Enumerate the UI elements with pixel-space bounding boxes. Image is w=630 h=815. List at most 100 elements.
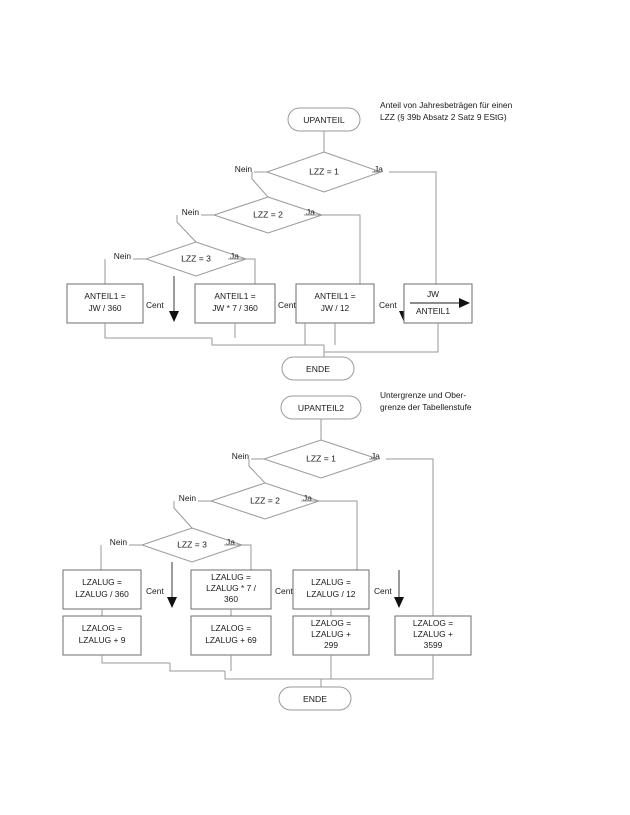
result-box-lzalog-299-line2: LZALUG +	[311, 629, 351, 639]
edge-label-lzz3b-ja: Ja	[226, 537, 235, 547]
merge-rail-2a	[101, 655, 170, 664]
section-upanteil2: Untergrenze und Ober- grenze der Tabelle…	[62, 390, 472, 711]
decision-lzz3b-shape	[140, 527, 244, 563]
section-upanteil: Anteil von Jahresbeträgen für einen LZZ …	[66, 100, 513, 381]
process-box-lzalug-360-line1: LZALUG =	[82, 577, 122, 587]
connector-lzz1b-nein-down	[248, 459, 266, 484]
end-node-upanteil-shape	[281, 356, 355, 381]
process-box-lzalug-12-line2: LZALUG / 12	[307, 589, 356, 599]
process-box-anteil-12-shape	[295, 283, 375, 324]
edge-label-lzz3-nein: Nein	[114, 251, 132, 261]
decision-lzz2b-shape	[209, 482, 321, 520]
connector-lzz2b-nein-down	[173, 501, 193, 529]
connector-lzz1-ja-to-fraction	[389, 171, 437, 284]
merge-rail-1b	[211, 338, 324, 346]
decision-lzz1b[interactable]: LZZ = 1	[262, 439, 380, 479]
edge-label-lzz2b-nein: Nein	[179, 493, 197, 503]
process-box-anteil-360-shape	[66, 283, 144, 324]
merge-rail-2b	[169, 663, 225, 672]
decision-lzz3b-label: LZZ = 3	[177, 539, 207, 549]
connector-lzz2-ja-to-box3	[320, 214, 361, 284]
decision-lzz3[interactable]: LZZ = 3	[144, 241, 248, 277]
result-box-lzalog-9-line2: LZALUG + 9	[79, 635, 126, 645]
process-box-anteil-7-360[interactable]: ANTEIL1 = JW * 7 / 360	[194, 283, 276, 324]
decision-lzz2-shape	[212, 196, 324, 234]
decision-lzz3-label: LZZ = 3	[181, 253, 211, 263]
decision-lzz2-label: LZZ = 2	[253, 209, 283, 219]
decision-lzz2[interactable]: LZZ = 2	[212, 196, 324, 234]
connector-lzz3-ja-to-box2	[243, 258, 256, 284]
annotation-upanteil-line1: Anteil von Jahresbeträgen für einen	[380, 100, 513, 110]
process-box-lzalug-12[interactable]: LZALUG = LZALUG / 12	[292, 569, 370, 610]
connector-lzz3b-ja-to-lzalug7	[239, 544, 252, 570]
edge-label-lzz1b-nein: Nein	[232, 451, 250, 461]
process-box-anteil-7-360-line2: JW * 7 / 360	[212, 303, 258, 313]
process-box-anteil-360[interactable]: ANTEIL1 = JW / 360	[66, 283, 144, 324]
fraction-arrow-head-icon	[459, 298, 470, 308]
process-box-lzalug-360-line2: LZALUG / 360	[75, 589, 129, 599]
connector-lzz1-nein-down	[251, 172, 269, 198]
result-box-lzalog-299[interactable]: LZALOG = LZALUG + 299	[292, 615, 370, 656]
end-node-upanteil2[interactable]: ENDE	[278, 686, 352, 711]
rounding-marker-2-1: Cent	[146, 562, 177, 608]
decision-lzz1b-label: LZZ = 1	[306, 453, 336, 463]
fraction-denominator: ANTEIL1	[416, 306, 450, 316]
start-node-upanteil2[interactable]: UPANTEIL2	[280, 395, 362, 420]
decision-lzz1[interactable]: LZZ = 1	[265, 151, 383, 193]
decision-lzz1b-shape	[262, 439, 380, 479]
process-box-lzalug-7-360-line2: LZALUG * 7 /	[206, 583, 256, 593]
end-node-upanteil-label: ENDE	[306, 364, 330, 374]
rounding-label-2-1: Cent	[146, 586, 164, 596]
fraction-box-jw-over-anteil1[interactable]: JW ANTEIL1	[403, 283, 473, 324]
rounding-arrow-head-1	[169, 311, 179, 322]
annotation-upanteil-line2: LZZ (§ 39b Absatz 2 Satz 9 EStG)	[380, 112, 507, 122]
process-box-lzalug-7-360-line1: LZALUG =	[211, 572, 251, 582]
edge-label-lzz3b-nein: Nein	[110, 537, 128, 547]
annotation-upanteil: Anteil von Jahresbeträgen für einen LZZ …	[380, 100, 513, 122]
result-box-lzalog-3599[interactable]: LZALOG = LZALUG + 3599	[394, 615, 472, 656]
process-box-lzalug-7-360[interactable]: LZALUG = LZALUG * 7 / 360	[190, 569, 272, 610]
start-node-upanteil-label: UPANTEIL	[303, 115, 345, 125]
process-box-anteil-12-line1: ANTEIL1 =	[314, 291, 355, 301]
process-box-anteil-7-360-shape	[194, 283, 276, 324]
rounding-label-2-3: Cent	[374, 586, 392, 596]
start-node-upanteil2-label: UPANTEIL2	[298, 403, 344, 413]
end-node-upanteil2-label: ENDE	[303, 694, 327, 704]
process-box-lzalug-7-360-line3: 360	[224, 594, 238, 604]
rounding-arrow-head-2-3	[394, 597, 404, 608]
process-box-lzalug-360[interactable]: LZALUG = LZALUG / 360	[62, 569, 142, 610]
process-box-lzalug-12-line1: LZALUG =	[311, 577, 351, 587]
merge-rail-1a	[104, 323, 212, 339]
result-box-lzalog-9-shape	[62, 615, 142, 656]
result-box-lzalog-69[interactable]: LZALOG = LZALUG + 69	[190, 615, 272, 656]
decision-lzz3b[interactable]: LZZ = 3	[140, 527, 244, 563]
annotation-upanteil2-line1: Untergrenze und Ober-	[380, 390, 466, 400]
result-box-lzalog-9-line1: LZALOG =	[82, 623, 122, 633]
process-box-anteil-12-line2: JW / 12	[321, 303, 350, 313]
result-box-lzalog-9[interactable]: LZALOG = LZALUG + 9	[62, 615, 142, 656]
result-box-lzalog-3599-line1: LZALOG =	[413, 618, 453, 628]
edge-label-lzz3-ja: Ja	[230, 251, 239, 261]
rounding-marker-1: Cent	[146, 276, 179, 322]
process-box-lzalug-7-360-shape	[190, 569, 272, 610]
edge-label-lzz1-nein: Nein	[235, 164, 253, 174]
merge-rail-2d	[224, 671, 321, 680]
decision-lzz2b-label: LZZ = 2	[250, 495, 280, 505]
fraction-numerator: JW	[427, 289, 439, 299]
start-node-upanteil[interactable]: UPANTEIL	[287, 107, 361, 132]
result-box-lzalog-299-line3: 299	[324, 640, 338, 650]
decision-lzz2b[interactable]: LZZ = 2	[209, 482, 321, 520]
process-box-anteil-12[interactable]: ANTEIL1 = JW / 12	[295, 283, 375, 324]
edge-label-lzz1-ja: Ja	[374, 164, 383, 174]
end-node-upanteil[interactable]: ENDE	[281, 356, 355, 381]
decision-lzz1-label: LZZ = 1	[309, 166, 339, 176]
rounding-label-2: Cent	[278, 300, 296, 310]
edge-label-lzz2-nein: Nein	[182, 207, 200, 217]
connector-lzz2-nein-down	[176, 215, 197, 243]
connector-lzz1b-ja-to-lzalog3599	[386, 458, 434, 616]
process-box-lzalug-360-shape	[62, 569, 142, 610]
result-box-lzalog-69-line1: LZALOG =	[211, 623, 251, 633]
rounding-label-1: Cent	[146, 300, 164, 310]
result-box-lzalog-3599-line2: LZALUG +	[413, 629, 453, 639]
